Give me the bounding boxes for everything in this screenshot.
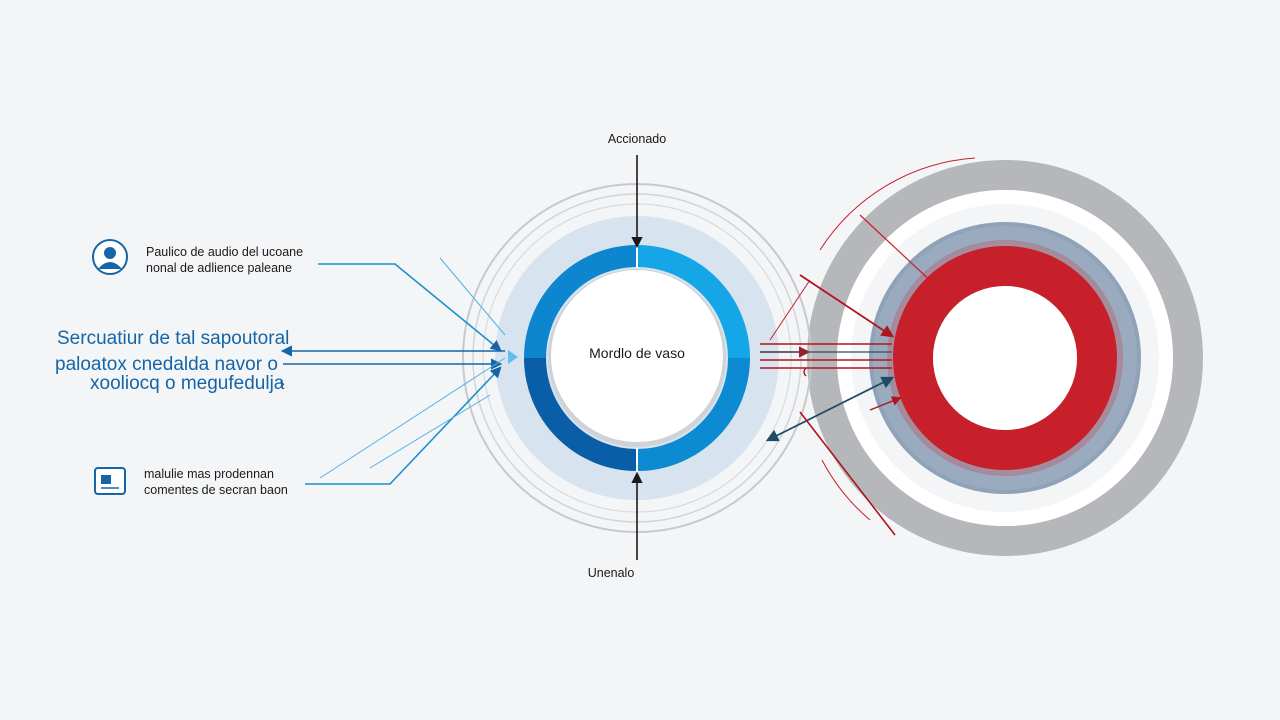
chevron-right-icon: › [279,374,286,393]
left-bottom-line-1: malulie mas prodennan [144,467,274,481]
red-diag-thin-top [769,279,811,341]
red-small-hook [803,367,807,377]
red-arrow-into-ring [869,396,902,411]
right-thin-arc [819,157,976,251]
right-thin-arc-2 [821,459,871,521]
left-top-line-2: nonal de adlience paleane [146,261,292,275]
left-top-line-1: Paulico de audio del ucoane [146,245,304,259]
center-blue-ring-top-right [636,245,750,359]
center-label: Mordlo de vaso [589,345,685,361]
right-ring-group [807,157,1203,556]
connector-top-label [318,263,502,352]
connector-bottom-thin-1 [319,357,506,479]
right-outer-gray-ring [807,160,1203,556]
left-mid-line-2: paloatox cnedalda navor o [55,354,278,375]
right-inner-white [933,286,1077,430]
top-label: Accionado [607,132,667,146]
center-blue-ring-top-left [524,245,638,359]
left-mid-line-1: Sercuatiur de tal sapoutoral [57,328,290,349]
user-avatar-icon [91,238,129,276]
center-blue-ring-bottom-left [524,357,638,471]
right-connectors [760,274,902,536]
right-diag-line [859,214,936,286]
center-inner-white [551,270,723,442]
teal-diag-arrow [765,376,895,442]
right-red-ring [893,246,1117,470]
right-white-band [837,190,1173,526]
left-connectors [280,257,518,485]
left-bottom-line-2: comentes de secran baon [144,483,288,497]
left-mid-line-3: xooliocq o megufedulja [90,373,285,394]
center-ring-group [462,183,812,533]
bottom-label: Unenalo [587,566,635,580]
connector-bottom-label [305,366,502,485]
screen-icon [93,466,127,496]
connector-bottom-thin-2 [369,394,491,469]
center-left-pointer [508,350,518,364]
connector-top-thin [439,257,506,336]
red-diag-arrow-bottom [799,411,896,536]
center-blue-ring-bottom-right [636,357,750,471]
red-diag-arrow-top [799,274,895,338]
